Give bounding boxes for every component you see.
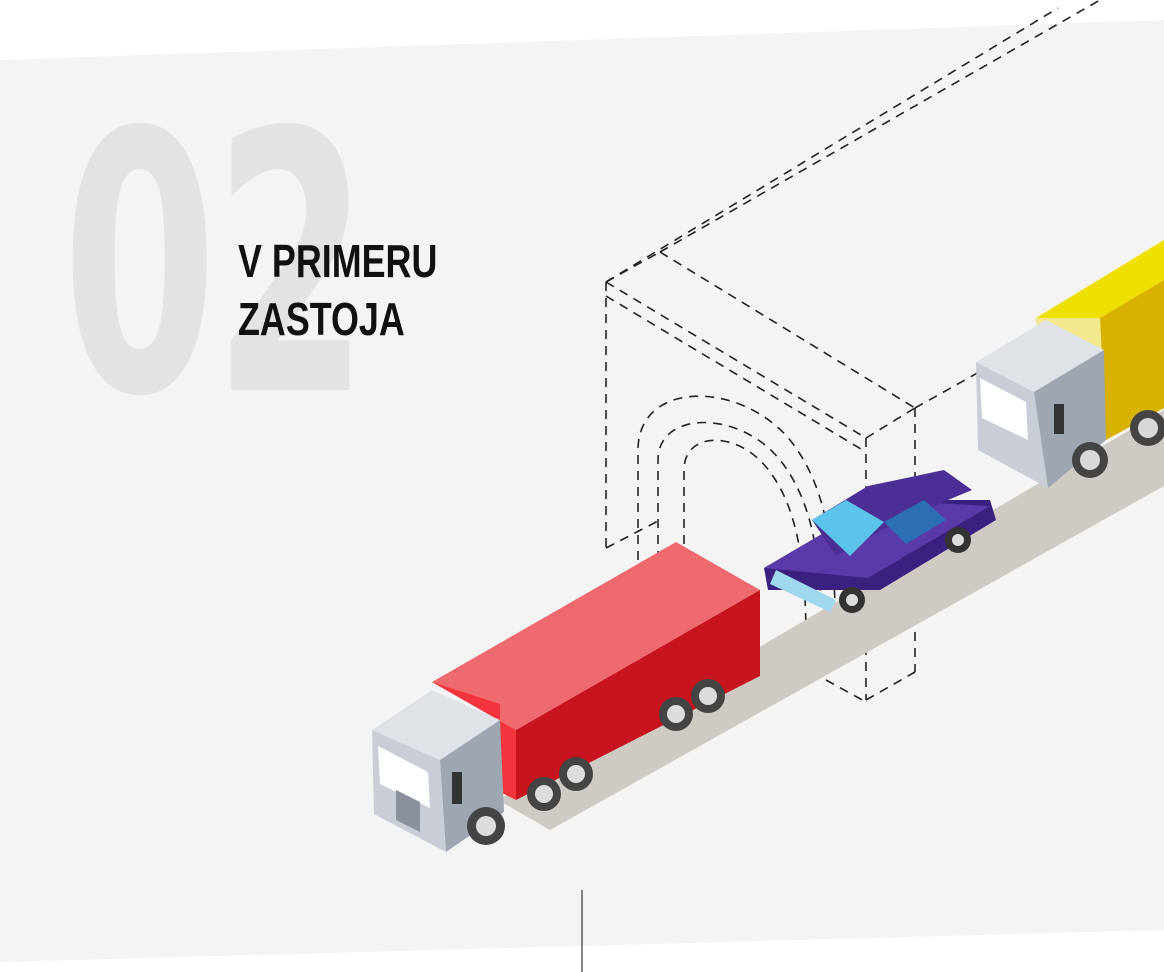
yellow-truck	[976, 240, 1164, 488]
section-number: 02	[62, 56, 369, 475]
section-title-line-2: ZASTOJA	[238, 293, 405, 345]
tunnel-outline	[605, 0, 1101, 703]
background-panel	[0, 20, 1164, 962]
blue-car	[764, 470, 996, 613]
section-title-line-1: V PRIMERU	[238, 235, 438, 287]
section-title: V PRIMERU ZASTOJA	[238, 232, 437, 348]
red-truck	[372, 542, 760, 852]
